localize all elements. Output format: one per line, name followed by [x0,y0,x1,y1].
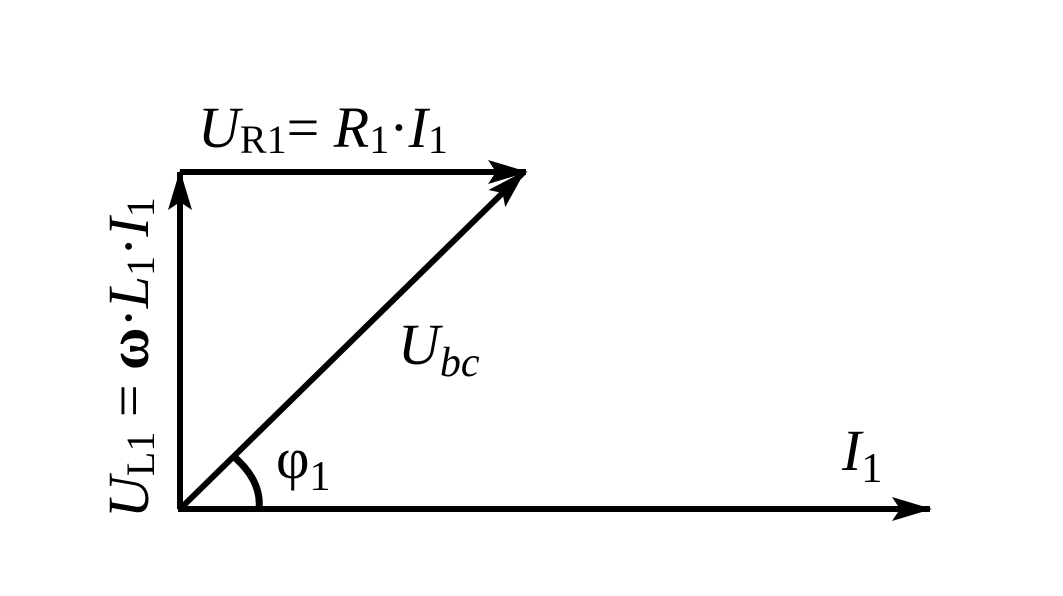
angle-arc-phi1 [229,452,263,510]
label-ur1: UR1= R1·I1 [198,95,448,162]
label-phi1: φ1 [276,426,330,500]
label-ubc: Ubc [398,312,480,386]
label-i1: I1 [841,418,882,492]
vector-ubc [177,169,527,512]
label-ul1: UL1 = ω·L1·I1 [96,197,163,518]
